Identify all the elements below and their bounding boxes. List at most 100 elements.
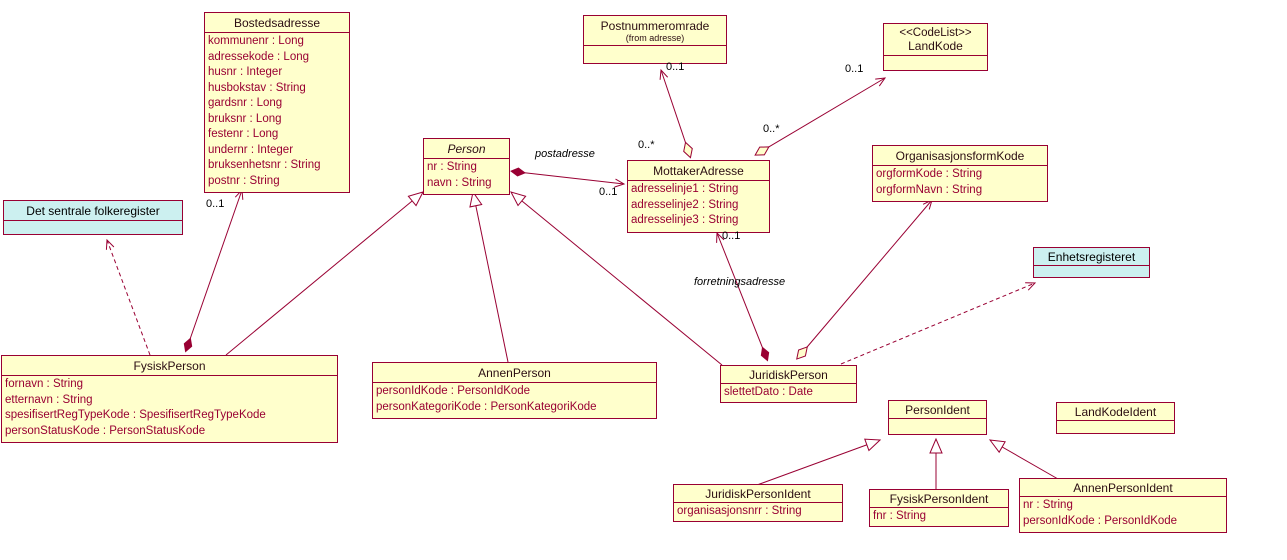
edge-person-mottakeradresse (517, 171, 626, 188)
attribute: adresselinje1 : String (631, 183, 739, 195)
class-attributes: personIdKode : PersonIdKode personKatego… (373, 382, 656, 418)
class-organisasjonsformkode[interactable]: OrganisasjonsformKode orgformKode : Stri… (872, 145, 1048, 202)
class-juridiskpersonident[interactable]: JuridiskPersonIdent organisasjonsnrr : S… (673, 484, 843, 522)
edge-juridisk-mottakeradresse (716, 231, 766, 355)
attribute: personIdKode : PersonIdKode (376, 385, 531, 397)
attribute: nr : String (427, 161, 477, 173)
class-mottakeradresse[interactable]: MottakerAdresse adresselinje1 : String a… (627, 160, 770, 233)
empty-compartment (1057, 420, 1174, 433)
class-annenpersonident[interactable]: AnnenPersonIdent nr : String personIdKod… (1019, 478, 1227, 533)
composition-diamond (510, 167, 526, 177)
attribute: spesifisertRegTypeKode : SpesifisertRegT… (5, 409, 266, 421)
class-fysiskpersonident[interactable]: FysiskPersonIdent fnr : String (869, 489, 1009, 527)
edge-juridisk-organisasjonsformkode (801, 199, 933, 354)
class-enhetsregisteret[interactable]: Enhetsregisteret (1033, 247, 1150, 278)
class-title: OrganisasjonsformKode (895, 149, 1025, 163)
class-juridiskperson[interactable]: JuridiskPerson slettetDato : Date (720, 365, 857, 403)
attribute: husbokstav : String (208, 81, 306, 94)
empty-compartment (584, 45, 726, 63)
attribute: undernr : Integer (208, 143, 294, 156)
edge-fysiskperson-bostedsadresse (187, 188, 244, 346)
class-title: Det sentrale folkeregister (26, 204, 160, 218)
class-landkode[interactable]: <<CodeList>> LandKode (883, 23, 988, 71)
class-attributes: kommunenr : Long adressekode : Long husn… (205, 32, 349, 192)
class-person[interactable]: Person nr : String navn : String (423, 138, 510, 195)
attribute: bruksnr : Long (208, 112, 282, 125)
attribute: etternavn : String (5, 393, 93, 406)
attribute: festenr : Long (208, 128, 279, 140)
class-title: Postnummeromrade (600, 19, 710, 33)
class-attributes: nr : String personIdKode : PersonIdKode (1020, 496, 1226, 532)
attribute: adresselinje2 : String (631, 198, 739, 211)
class-landkodeident[interactable]: LandKodeIdent (1056, 402, 1175, 434)
class-attributes: organisasjonsnrr : String (674, 502, 842, 521)
aggregation-diamond (683, 141, 693, 159)
edge-juridisk-enhetsregisteret (840, 282, 1037, 365)
empty-compartment (4, 220, 182, 234)
aggregation-diamond (754, 146, 770, 156)
edge-juridiskperson-person (510, 191, 723, 366)
association-name-label: postadresse (535, 148, 595, 160)
class-title: Enhetsregisteret (1047, 250, 1136, 264)
class-personident[interactable]: PersonIdent (888, 400, 987, 435)
stereotype-label: <<CodeList>> (899, 27, 972, 39)
empty-compartment (1034, 265, 1149, 277)
multiplicity-label: 0..* (638, 139, 655, 151)
association-name-label: forretningsadresse (694, 276, 786, 288)
class-title: FysiskPerson (133, 359, 206, 373)
empty-compartment (889, 418, 986, 434)
attribute: postnr : String (208, 174, 280, 187)
class-det-sentrale-folkeregister[interactable]: Det sentrale folkeregister (3, 200, 183, 235)
composition-diamond (760, 346, 770, 362)
edge-mottaker-postnummeromrade (659, 68, 689, 151)
class-title: AnnenPerson (478, 366, 551, 380)
attribute: organisasjonsnrr : String (677, 505, 802, 517)
class-attributes: orgformKode : String orgformNavn : Strin… (873, 165, 1047, 201)
attribute: gardsnr : Long (208, 97, 283, 109)
attribute: fornavn : String (5, 378, 83, 390)
edge-fysiskperson-folkeregister (105, 238, 151, 356)
attribute: husnr : Integer (208, 66, 283, 78)
attribute: navn : String (427, 176, 492, 189)
attribute: bruksenhetsnr : String (208, 159, 321, 171)
class-attributes: adresselinje1 : String adresselinje2 : S… (628, 180, 769, 232)
class-title: MottakerAdresse (653, 164, 744, 178)
class-title: Person (447, 142, 486, 156)
class-attributes: fnr : String (870, 507, 1008, 526)
attribute: fnr : String (873, 510, 927, 522)
empty-compartment (884, 55, 987, 70)
edge-annenperson-person (469, 190, 509, 363)
class-title: JuridiskPersonIdent (705, 487, 811, 501)
composition-diamond (183, 337, 193, 353)
attribute: personIdKode : PersonIdKode (1023, 514, 1178, 527)
class-postnummeromrade[interactable]: Postnummeromrade (from adresse) (583, 15, 727, 64)
edge-mottaker-landkode (761, 77, 887, 152)
attribute: slettetDato : Date (724, 386, 813, 398)
attribute: nr : String (1023, 499, 1073, 511)
edge-annenident-personident (988, 439, 1059, 480)
class-attributes: slettetDato : Date (721, 383, 856, 402)
multiplicity-label: 0..1 (722, 230, 741, 242)
from-package-note: (from adresse) (625, 33, 685, 43)
aggregation-diamond (796, 346, 808, 360)
multiplicity-label: 0..1 (599, 186, 618, 198)
attribute: orgformNavn : String (876, 183, 983, 196)
class-attributes: nr : String navn : String (424, 158, 509, 194)
attribute: adresselinje3 : String (631, 214, 739, 226)
multiplicity-label: 0..* (763, 123, 780, 135)
multiplicity-label: 0..1 (845, 63, 864, 75)
class-title: LandKode (908, 39, 963, 53)
class-title: Bostedsadresse (233, 16, 321, 30)
class-bostedsadresse[interactable]: Bostedsadresse kommunenr : Long adressek… (204, 12, 350, 193)
multiplicity-label: 0..1 (206, 198, 225, 210)
class-annenperson[interactable]: AnnenPerson personIdKode : PersonIdKode … (372, 362, 657, 419)
class-title: FysiskPersonIdent (889, 492, 989, 506)
attribute: personKategoriKode : PersonKategoriKode (376, 400, 597, 413)
attribute: personStatusKode : PersonStatusKode (5, 424, 206, 437)
attribute: kommunenr : Long (208, 35, 304, 47)
class-attributes: fornavn : String etternavn : String spes… (2, 375, 337, 442)
multiplicity-label: 0..1 (666, 61, 685, 73)
class-fysiskperson[interactable]: FysiskPerson fornavn : String etternavn … (1, 355, 338, 443)
